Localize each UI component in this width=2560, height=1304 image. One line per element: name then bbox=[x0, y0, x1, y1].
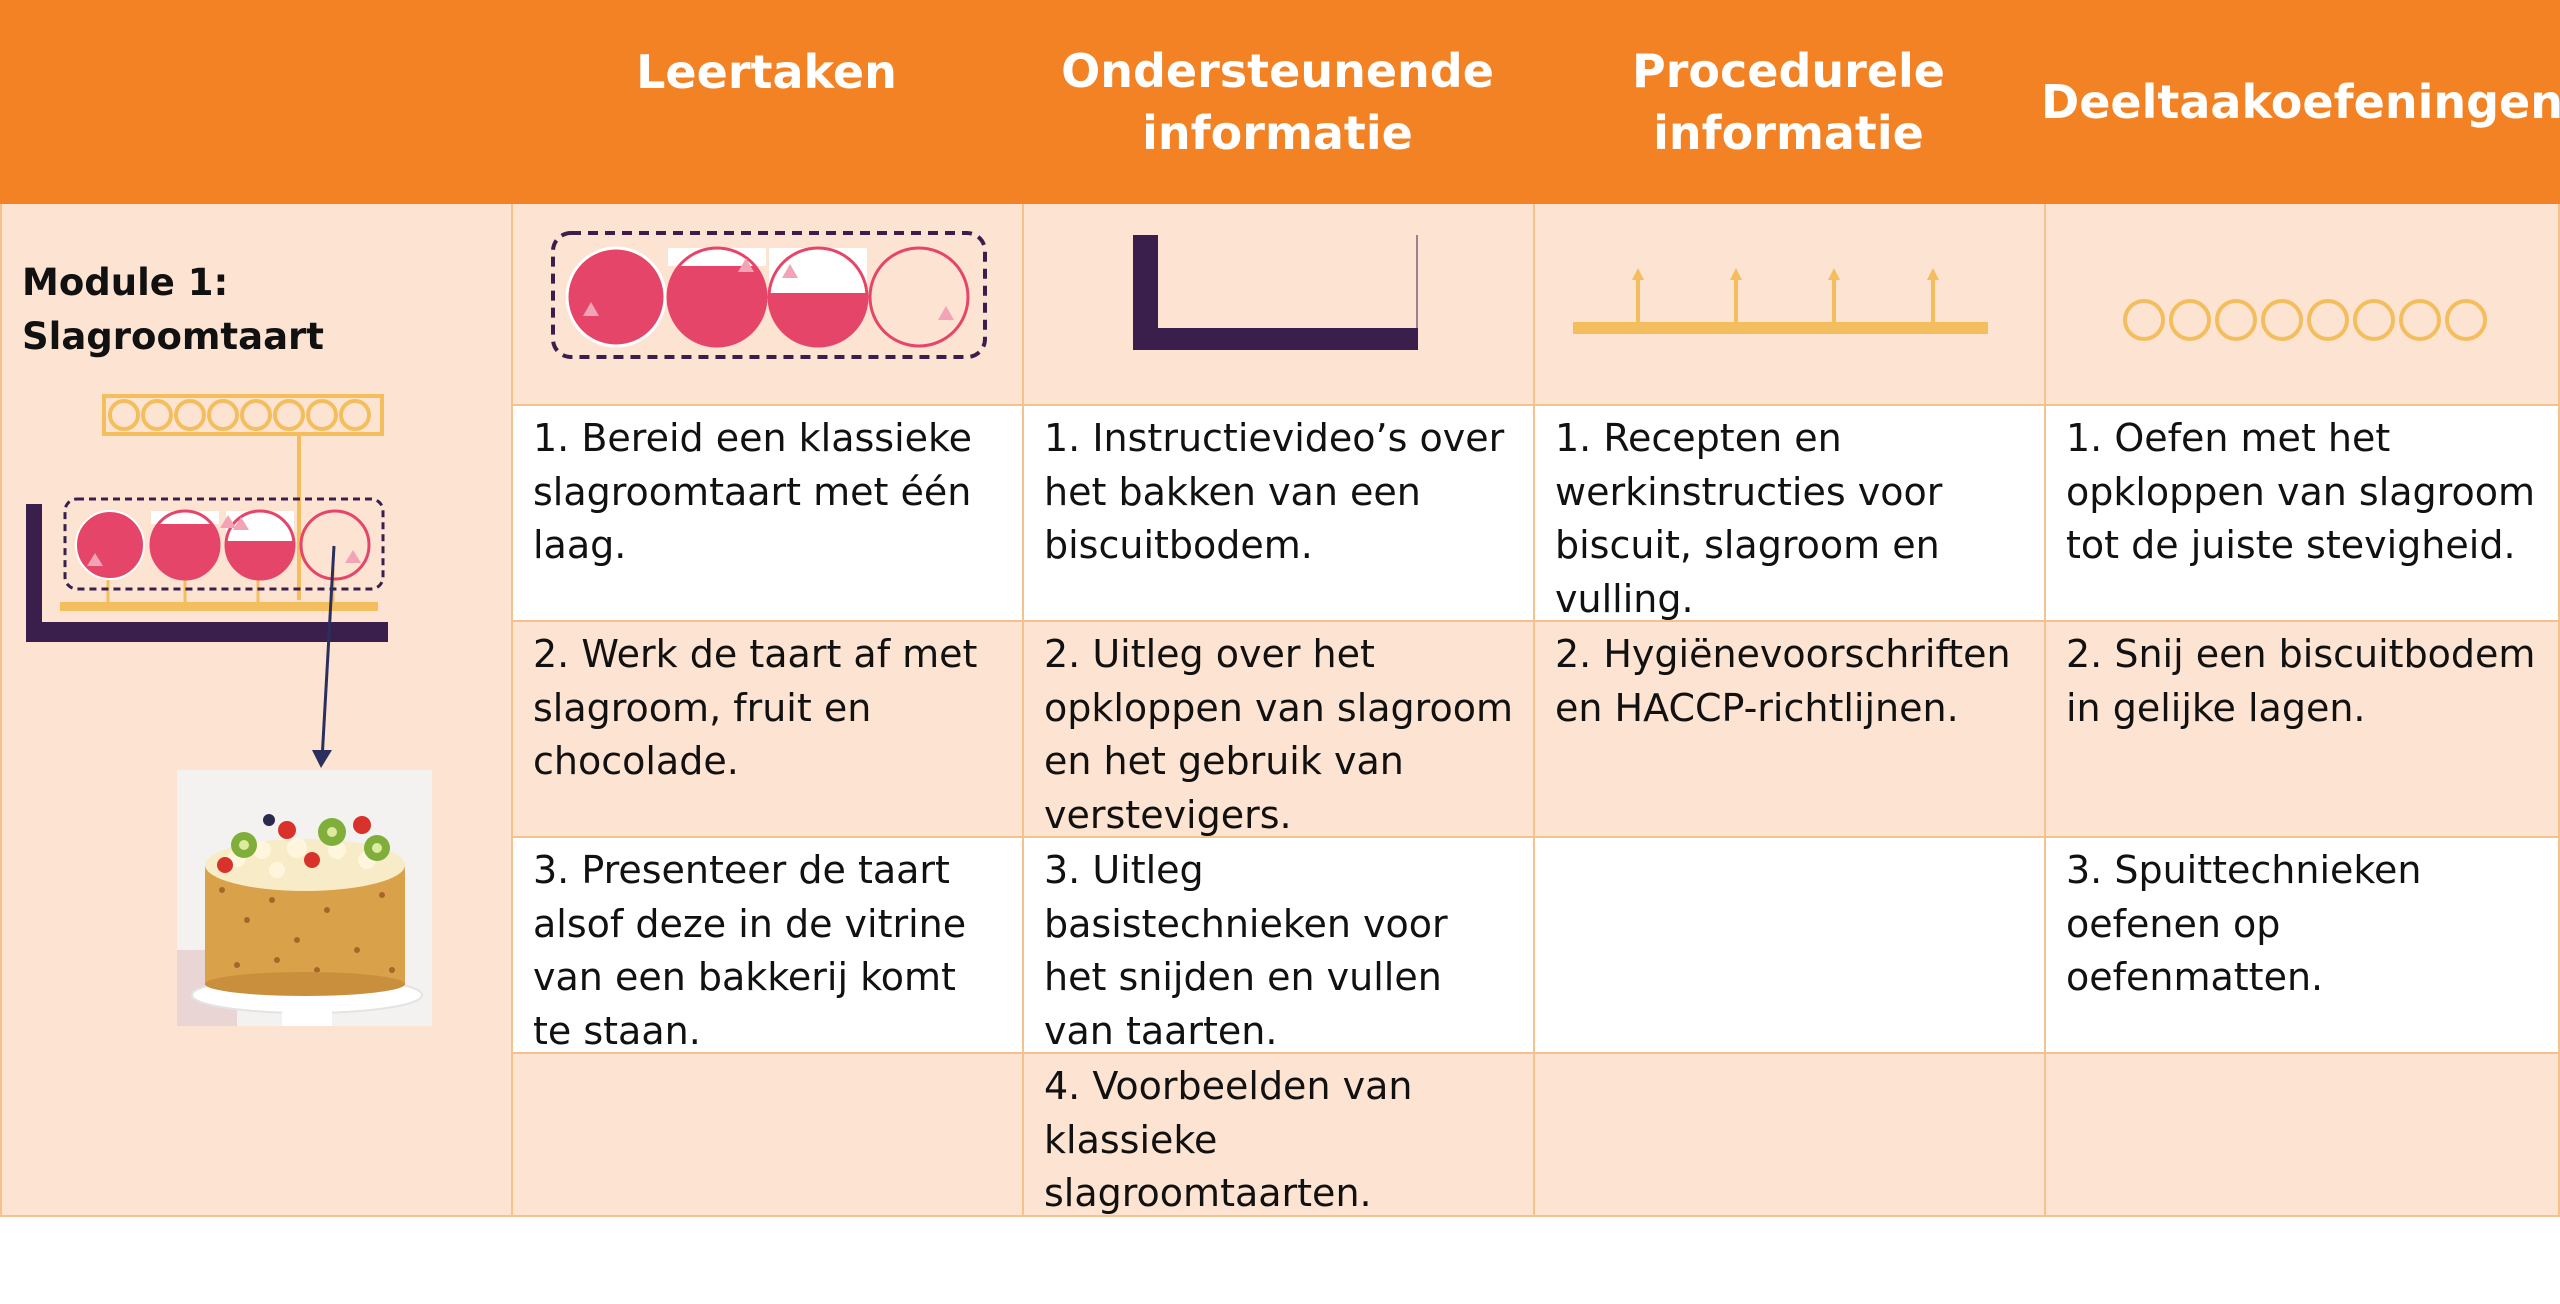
task-classes-circles-icon bbox=[551, 231, 987, 359]
icon-cell-procedurele bbox=[1535, 204, 2046, 406]
header-empty bbox=[0, 0, 511, 204]
row3-deeltaak: 3. Spuittechnieken oefenen op oefenmatte… bbox=[2046, 838, 2560, 1054]
header-ondersteunende-line1: Ondersteunende bbox=[1061, 44, 1494, 98]
header-leertaken-line1: Leertaken bbox=[636, 45, 897, 99]
4c-id-overview-table: Leertaken Ondersteunende informatie Proc… bbox=[0, 0, 2560, 1217]
row1-leertaken: 1. Bereid een klassieke slagroomtaart me… bbox=[513, 406, 1024, 622]
row4-leertaken bbox=[513, 1054, 1024, 1217]
row2-deeltaak: 2. Snij een biscuitbodem in gelijke lage… bbox=[2046, 622, 2560, 838]
module-title-line2: Slagroomtaart bbox=[22, 315, 324, 358]
cream-cake-photo bbox=[177, 770, 432, 1026]
supportive-info-l-shape-icon bbox=[1133, 235, 1418, 350]
row1-procedurele: 1. Recepten en werkinstructies voor bisc… bbox=[1535, 406, 2046, 622]
header-procedurele-line1: Procedurele bbox=[1632, 44, 1945, 98]
row3-leertaken: 3. Presenteer de taart alsof deze in de … bbox=[513, 838, 1024, 1054]
module-title: Module 1: Slagroomtaart bbox=[22, 256, 324, 364]
module-title-line1: Module 1: bbox=[22, 261, 229, 304]
header-procedurele-line2: informatie bbox=[1653, 106, 1924, 160]
row2-leertaken: 2. Werk de taart af met slagroom, fruit … bbox=[513, 622, 1024, 838]
header-ondersteunende-line2: informatie bbox=[1142, 106, 1413, 160]
procedural-info-arrows-icon bbox=[1573, 268, 1988, 334]
header-procedurele-informatie: Procedurele informatie bbox=[1533, 0, 2044, 204]
header-deeltaakoefeningen: Deeltaakoefeningen bbox=[2041, 0, 2560, 204]
row1-deeltaak: 1. Oefen met het opkloppen van slagroom … bbox=[2046, 406, 2560, 622]
header-deeltaak-line1: Deeltaakoefeningen bbox=[2041, 75, 2560, 129]
row1-ondersteunende: 1. Instructievideo’s over het bakken van… bbox=[1024, 406, 1535, 622]
row3-ondersteunende: 3. Uitleg basistechnieken voor het snijd… bbox=[1024, 838, 1535, 1054]
icon-cell-ondersteunende bbox=[1024, 204, 1535, 406]
row4-procedurele bbox=[1535, 1054, 2046, 1217]
part-task-practice-circles-icon bbox=[2123, 299, 2487, 341]
row2-procedurele: 2. Hygiënevoorschriften en HACCP-richtli… bbox=[1535, 622, 2046, 838]
row4-deeltaak bbox=[2046, 1054, 2560, 1217]
row4-ondersteunende: 4. Voorbeelden van klassieke slagroomtaa… bbox=[1024, 1054, 1535, 1217]
4c-id-model-diagram-icon bbox=[26, 394, 388, 768]
row2-ondersteunende: 2. Uitleg over het opkloppen van slagroo… bbox=[1024, 622, 1535, 838]
row3-procedurele bbox=[1535, 838, 2046, 1054]
module-cell bbox=[0, 204, 513, 1217]
header-ondersteunende-informatie: Ondersteunende informatie bbox=[1022, 0, 1533, 204]
header-leertaken: Leertaken bbox=[511, 0, 1022, 204]
